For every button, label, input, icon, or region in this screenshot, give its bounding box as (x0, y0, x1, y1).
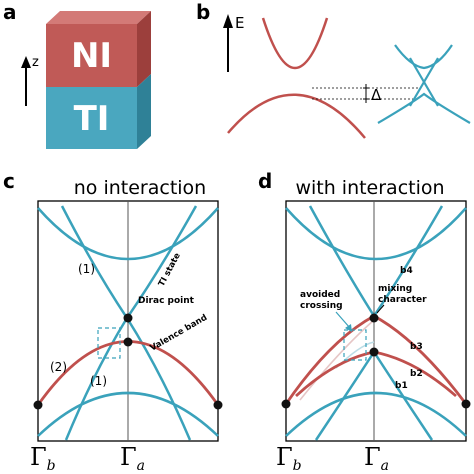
mixing-character-label-line2: character (378, 295, 427, 305)
panel-c-gamma-b-label: Γb (30, 443, 56, 474)
band-label-b3: b3 (410, 342, 423, 352)
band-label-b4: b4 (400, 266, 413, 276)
ni-valence-band (227, 93, 366, 139)
panel-c-valence-band-label: Valence band (149, 313, 210, 354)
panel-d-b1-left (314, 351, 376, 441)
panel-c-letter: c (3, 169, 15, 193)
gap-label: Δ (371, 86, 382, 104)
panel-c-dirac-point-marker (123, 313, 133, 323)
panel-d-lower-mixing-marker (369, 347, 379, 357)
panel-d-title: with interaction (295, 177, 444, 199)
avoided-crossing-arrow (335, 311, 351, 329)
panel-d-frame (285, 200, 467, 442)
panel-b-letter: b (196, 0, 210, 24)
panel-c-lower-bulk-band (37, 391, 219, 437)
panel-d-gamma-a-label: Γa (364, 443, 389, 474)
panel-a-letter: a (3, 0, 17, 24)
z-axis-label: z (32, 55, 39, 70)
panel-c: c no interaction (1) (2) (1) TI state Di… (3, 169, 223, 474)
panel-c-title: no interaction (74, 177, 206, 199)
panel-b: b E Δ (196, 0, 471, 139)
panel-c-left-edge-marker (33, 400, 43, 410)
ni-block-front (46, 24, 137, 87)
ni-block-side (137, 11, 151, 87)
panel-d-b4-left (308, 205, 376, 317)
band-label-b2: b2 (410, 369, 423, 379)
panel-d-gamma-b-label: Γb (276, 443, 302, 474)
band-label-b1: b1 (395, 381, 408, 391)
ni-conduction-band (261, 17, 329, 69)
avoided-crossing-label-line2: crossing (300, 301, 343, 311)
panel-a: a z NI TI (3, 0, 151, 149)
ni-block-label: NI (71, 36, 112, 76)
energy-axis-label: E (235, 14, 244, 32)
ti-lower-band (377, 92, 471, 124)
panel-d-upper-bulk-band (285, 207, 467, 261)
ti-surface-state-b (409, 57, 439, 107)
panel-d-right-edge-marker (461, 399, 471, 409)
panel-d: d with interaction avo (258, 169, 471, 474)
panel-d-b1-right (372, 351, 434, 441)
panel-c-valence-max-marker (123, 337, 133, 347)
ti-upper-band (394, 44, 453, 70)
panel-c-label-1-upper: (1) (78, 262, 95, 276)
ti-block-front (46, 87, 137, 149)
panel-c-label-1-lower: (1) (90, 374, 107, 388)
mixing-character-arrow (376, 304, 385, 314)
panel-d-left-edge-marker (281, 399, 291, 409)
mixing-character-label-line1: mixing (378, 284, 412, 294)
ni-block-top (46, 11, 151, 24)
panel-d-letter: d (258, 169, 272, 193)
ti-block-label: TI (74, 99, 110, 139)
energy-axis-arrowhead (223, 14, 233, 28)
panel-d-upper-mixing-marker (369, 313, 379, 323)
panel-d-b4-right (372, 205, 444, 317)
panel-c-right-edge-marker (213, 400, 223, 410)
ti-block-side (137, 74, 151, 149)
z-axis-arrowhead (21, 56, 31, 68)
panel-c-dirac-point-label: Dirac point (138, 296, 195, 306)
panel-c-upper-bulk-band (37, 207, 219, 261)
panel-d-b3-band (284, 314, 468, 405)
panel-c-label-2: (2) (50, 360, 67, 374)
panel-d-dashed-box (343, 329, 367, 361)
panel-d-lower-bulk-band (285, 391, 467, 437)
panel-c-ti-state-label: TI state (157, 251, 183, 288)
panel-c-gamma-a-label: Γa (120, 443, 145, 474)
panel-c-dashed-box (97, 327, 121, 359)
avoided-crossing-label-line1: avoided (300, 290, 340, 300)
